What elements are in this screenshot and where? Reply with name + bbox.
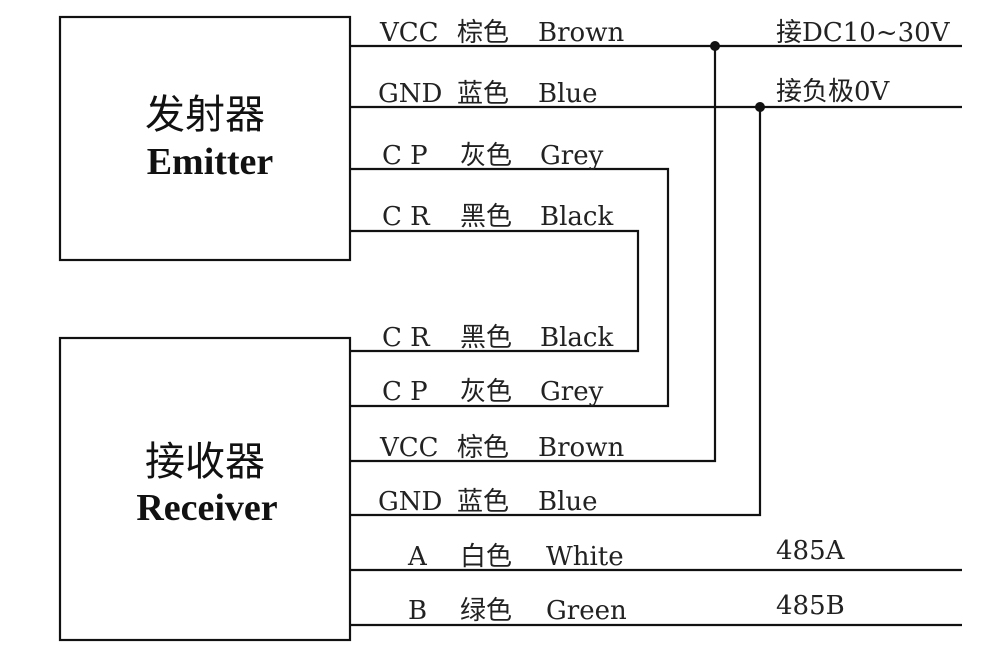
wire-color-en: Grey bbox=[540, 141, 604, 171]
wire-code: C P bbox=[382, 141, 428, 171]
receiver-gnd-wire bbox=[350, 107, 762, 517]
emitter-wire-label-vcc: VCC 棕色 Brown bbox=[379, 18, 624, 48]
receiver-vcc-wire bbox=[350, 46, 717, 463]
wire-color-cn: 黑色 bbox=[460, 323, 512, 353]
wire-color-en: Black bbox=[540, 323, 613, 353]
emitter-wire-label-cr: C R 黑色 Black bbox=[382, 202, 613, 232]
terminal-485b-label: 485B bbox=[776, 591, 845, 621]
emitter-name-cn: 发射器 bbox=[145, 92, 265, 138]
emitter-name-en: Emitter bbox=[147, 141, 274, 183]
receiver-wire-label-vcc: VCC 棕色 Brown bbox=[379, 433, 624, 463]
cp-link-wire bbox=[350, 167, 670, 408]
emitter-wire-label-cp: C P 灰色 Grey bbox=[382, 141, 604, 171]
wire-color-cn: 绿色 bbox=[460, 596, 512, 626]
receiver-box bbox=[58, 336, 352, 642]
wire-color-en: Blue bbox=[538, 487, 598, 517]
cr-link-wire bbox=[350, 229, 640, 353]
receiver-wire-label-gnd: GND 蓝色 Blue bbox=[378, 487, 598, 517]
gnd-junction-dot bbox=[755, 102, 765, 112]
emitter-wire-label-gnd: GND 蓝色 Blue bbox=[378, 79, 598, 109]
receiver-name-cn: 接收器 bbox=[145, 439, 265, 485]
wire-code: GND bbox=[378, 487, 442, 517]
receiver-wire-label-cp: C P 灰色 Grey bbox=[382, 377, 604, 407]
wire-color-cn: 灰色 bbox=[460, 141, 512, 171]
wire-code: C R bbox=[382, 323, 431, 353]
wire-color-en: Brown bbox=[538, 18, 624, 48]
vcc-junction-dot bbox=[710, 41, 720, 51]
wire-code: VCC bbox=[379, 18, 439, 48]
wire-color-cn: 蓝色 bbox=[457, 79, 509, 109]
wire-color-cn: 黑色 bbox=[460, 202, 512, 232]
wire-color-en: Black bbox=[540, 202, 613, 232]
wire-color-cn: 蓝色 bbox=[457, 487, 509, 517]
wire-code: VCC bbox=[379, 433, 439, 463]
wire-color-en: Grey bbox=[540, 377, 604, 407]
wire-code: C P bbox=[382, 377, 428, 407]
wire-color-cn: 棕色 bbox=[457, 433, 509, 463]
wire-color-cn: 白色 bbox=[460, 542, 512, 572]
terminal-power-label: 接DC10~30V bbox=[776, 18, 951, 48]
terminal-485a-label: 485A bbox=[776, 536, 846, 566]
receiver-name-en: Receiver bbox=[136, 487, 277, 529]
wire-color-en: Green bbox=[546, 596, 627, 626]
wire-code: C R bbox=[382, 202, 431, 232]
receiver-wire-label-b: B 绿色 Green bbox=[408, 596, 627, 626]
wire-code: B bbox=[408, 596, 427, 626]
wire-color-en: Brown bbox=[538, 433, 624, 463]
wire-color-cn: 棕色 bbox=[457, 18, 509, 48]
emitter-box bbox=[58, 15, 352, 262]
terminal-ground-label: 接负极0V bbox=[776, 77, 891, 107]
wire-code: GND bbox=[378, 79, 442, 109]
receiver-wire-label-a: A 白色 White bbox=[407, 542, 624, 572]
wire-color-en: White bbox=[546, 542, 624, 572]
wire-color-cn: 灰色 bbox=[460, 377, 512, 407]
wire-code: A bbox=[407, 542, 428, 572]
wire-color-en: Blue bbox=[538, 79, 598, 109]
receiver-wire-label-cr: C R 黑色 Black bbox=[382, 323, 613, 353]
